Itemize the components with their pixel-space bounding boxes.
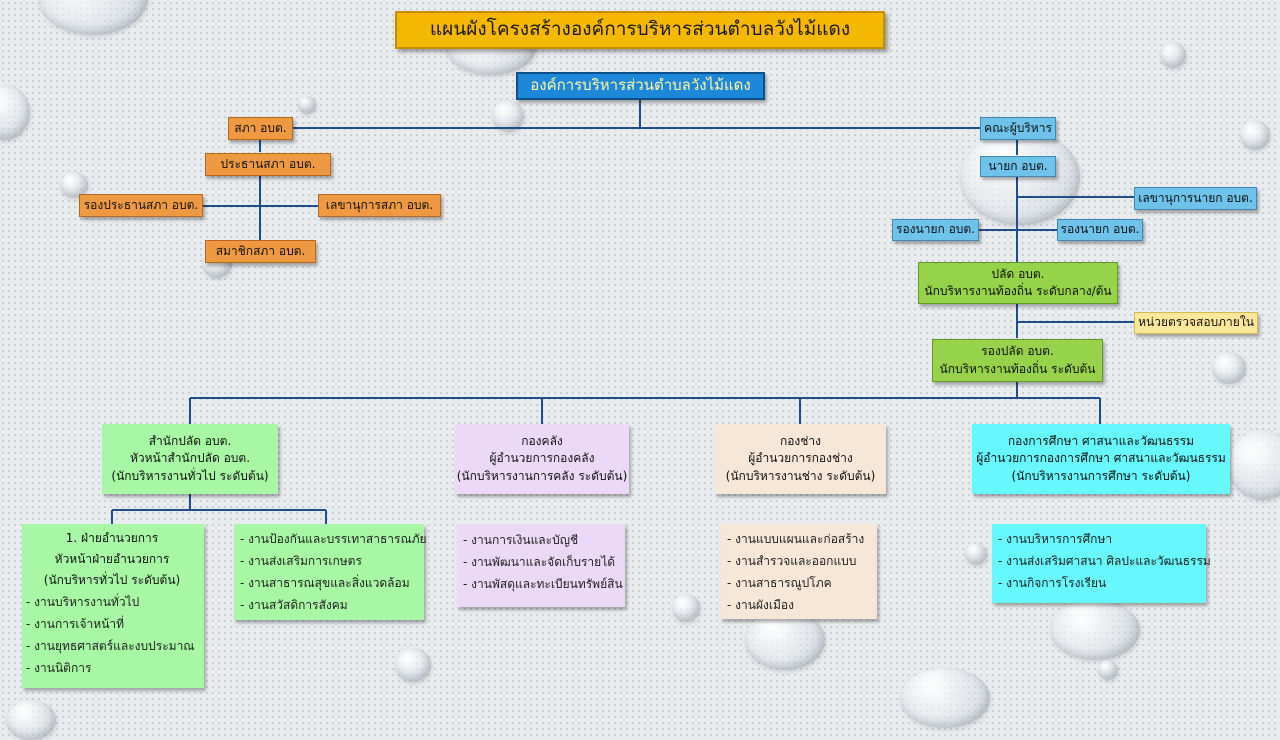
- org-root-label: องค์การบริหารส่วนตำบลวังไม้แดง: [530, 76, 751, 95]
- engineering-department-name: กองช่าง: [779, 433, 822, 448]
- council-member-box: สมาชิกสภา อบต.: [205, 240, 316, 263]
- list-item: งานส่งเสริมศาสนา ศิลปะและวัฒนธรรม: [998, 550, 1211, 572]
- list-item: งานการเงินและบัญชี: [463, 529, 619, 551]
- finance-department-box: กองคลัง ผู้อำนวยการกองคลัง (นักบริหารงาน…: [455, 424, 629, 494]
- education-department-name: กองการศึกษา ศาสนาและวัฒนธรรม: [1007, 433, 1195, 448]
- executive-committee-box: คณะผู้บริหาร: [980, 117, 1056, 140]
- internal-audit-box: หน่วยตรวจสอบภายใน: [1134, 312, 1258, 334]
- list-item: งานสำรวจและออกแบบ: [727, 550, 871, 572]
- deputy-mayor-1-label: รองนายก อบต.: [896, 222, 975, 237]
- water-drop-decoration: [1050, 600, 1140, 660]
- mayor-label: นายก อบต.: [988, 158, 1048, 173]
- council-president-box: ประธานสภา อบต.: [205, 153, 331, 176]
- palat-box: ปลัด อบต. นักบริหารงานท้องถิ่น ระดับกลาง…: [918, 262, 1118, 304]
- water-drop-decoration: [1098, 660, 1118, 680]
- deputy-palat-subtitle: นักบริหารงานท้องถิ่น ระดับต้น: [939, 361, 1096, 376]
- org-root-box: องค์การบริหารส่วนตำบลวังไม้แดง: [516, 72, 765, 100]
- mayor-secretary-box: เลขานุการนายก อบต.: [1134, 187, 1257, 210]
- palat-title: ปลัด อบต.: [991, 266, 1045, 281]
- palat-subtitle: นักบริหารงานท้องถิ่น ระดับกลาง/ต้น: [924, 284, 1112, 298]
- admin-division-level: (นักบริหารทั่วไป ระดับต้น): [43, 573, 181, 587]
- admin-division-name: 1. ฝ่ายอำนวยการ: [65, 531, 159, 545]
- admin-division-box: 1. ฝ่ายอำนวยการ หัวหน้าฝ่ายอำนวยการ (นัก…: [22, 524, 204, 688]
- list-item: งานผังเมือง: [727, 594, 871, 616]
- council-secretary-box: เลขานุการสภา อบต.: [318, 194, 441, 217]
- deputy-mayor-2-box: รองนายก อบต.: [1057, 219, 1143, 241]
- council-president-label: ประธานสภา อบต.: [220, 156, 316, 171]
- office-department-head: หัวหน้าสำนักปลัด อบต.: [129, 451, 251, 466]
- list-item: งานสวัสดิการสังคม: [240, 594, 418, 616]
- office-department-level: (นักบริหารงานทั่วไป ระดับต้น): [111, 468, 269, 483]
- list-item: งานป้องกันและบรรเทาสาธารณภัย: [240, 528, 426, 550]
- water-drop-decoration: [745, 610, 825, 670]
- deputy-palat-title: รองปลัด อบต.: [981, 344, 1054, 359]
- education-department-level: (นักบริหารงานการศึกษา ระดับต้น): [1011, 468, 1191, 483]
- admin-division-head: หัวหน้าฝ่ายอำนวยการ: [54, 552, 170, 566]
- council-secretary-label: เลขานุการสภา อบต.: [325, 197, 434, 212]
- finance-department-level: (นักบริหารงานการคลัง ระดับต้น): [456, 468, 628, 483]
- chart-title-text: แผนผังโครงสร้างองค์การบริหารส่วนตำบลวังไ…: [429, 18, 851, 41]
- water-drop-decoration: [900, 668, 990, 728]
- engineering-department-head: ผู้อำนวยการกองช่าง: [748, 451, 853, 466]
- water-drop-decoration: [965, 543, 987, 565]
- engineering-department-box: กองช่าง ผู้อำนวยการกองช่าง (นักบริหารงาน…: [715, 424, 886, 494]
- office-department-box: สำนักปลัด อบต. หัวหน้าสำนักปลัด อบต. (นั…: [102, 424, 278, 494]
- water-drop-decoration: [1228, 430, 1280, 500]
- engineering-tasks-box: งานแบบแผนและก่อสร้าง งานสำรวจและออกแบบ ง…: [721, 524, 877, 619]
- deputy-palat-box: รองปลัด อบต. นักบริหารงานท้องถิ่น ระดับต…: [932, 339, 1103, 382]
- education-tasks-box: งานบริหารการศึกษา งานส่งเสริมศาสนา ศิลปะ…: [992, 524, 1211, 603]
- list-item: งานแบบแผนและก่อสร้าง: [727, 528, 871, 550]
- finance-department-head: ผู้อำนวยการกองคลัง: [489, 451, 595, 466]
- list-item: งานกิจการโรงเรียน: [998, 572, 1200, 594]
- water-drop-decoration: [60, 172, 88, 198]
- list-item: งานสาธารณสุขและสิ่งแวดล้อม: [240, 572, 418, 594]
- list-item: งานบริหารการศึกษา: [998, 528, 1200, 550]
- water-drop-decoration: [1240, 120, 1270, 150]
- council-vice-president-box: รองประธานสภา อบต.: [79, 194, 203, 217]
- council-label: สภา อบต.: [234, 120, 287, 135]
- list-item: งานพัสดุและทะเบียนทรัพย์สิน: [463, 573, 623, 595]
- executive-committee-label: คณะผู้บริหาร: [984, 120, 1052, 135]
- list-item: งานยุทธศาสตร์และงบประมาณ: [26, 635, 198, 657]
- list-item: งานนิติการ: [26, 657, 198, 679]
- deputy-mayor-2-label: รองนายก อบต.: [1060, 222, 1140, 237]
- list-item: งานสาธารณูปโภค: [727, 572, 871, 594]
- engineering-department-level: (นักบริหารงานช่าง ระดับต้น): [725, 468, 876, 483]
- list-item: งานพัฒนาและจัดเก็บรายได้: [463, 551, 619, 573]
- water-drop-decoration: [1212, 352, 1246, 384]
- list-item: งานการเจ้าหน้าที่: [26, 613, 198, 635]
- office-department-name: สำนักปลัด อบต.: [148, 433, 232, 448]
- water-drop-decoration: [960, 130, 1080, 225]
- water-drop-decoration: [1160, 42, 1186, 68]
- council-box: สภา อบต.: [228, 117, 293, 140]
- mayor-box: นายก อบต.: [980, 156, 1056, 177]
- connector-lines: [111, 100, 1134, 524]
- internal-audit-label: หน่วยตรวจสอบภายใน: [1138, 315, 1254, 330]
- list-item: งานบริหารงานทั่วไป: [26, 591, 198, 613]
- water-drop-decoration: [298, 96, 316, 114]
- council-member-label: สมาชิกสภา อบต.: [215, 243, 306, 258]
- deputy-mayor-1-box: รองนายก อบต.: [892, 219, 979, 241]
- mayor-secretary-label: เลขานุการนายก อบต.: [1138, 190, 1253, 205]
- council-vice-president-label: รองประธานสภา อบต.: [83, 197, 199, 212]
- water-drop-decoration: [672, 594, 700, 622]
- office-tasks-box: งานป้องกันและบรรเทาสาธารณภัย งานส่งเสริม…: [234, 524, 427, 620]
- list-item: งานส่งเสริมการเกษตร: [240, 550, 418, 572]
- water-drop-decoration: [492, 100, 524, 132]
- water-drop-decoration: [395, 648, 431, 682]
- finance-tasks-box: งานการเงินและบัญชี งานพัฒนาและจัดเก็บราย…: [457, 524, 625, 607]
- finance-department-name: กองคลัง: [521, 433, 563, 448]
- chart-title: แผนผังโครงสร้างองค์การบริหารส่วนตำบลวังไ…: [395, 11, 885, 49]
- education-department-box: กองการศึกษา ศาสนาและวัฒนธรรม ผู้อำนวยการ…: [972, 424, 1230, 494]
- education-department-head: ผู้อำนวยการกองการศึกษา ศาสนาและวัฒนธรรม: [976, 451, 1226, 466]
